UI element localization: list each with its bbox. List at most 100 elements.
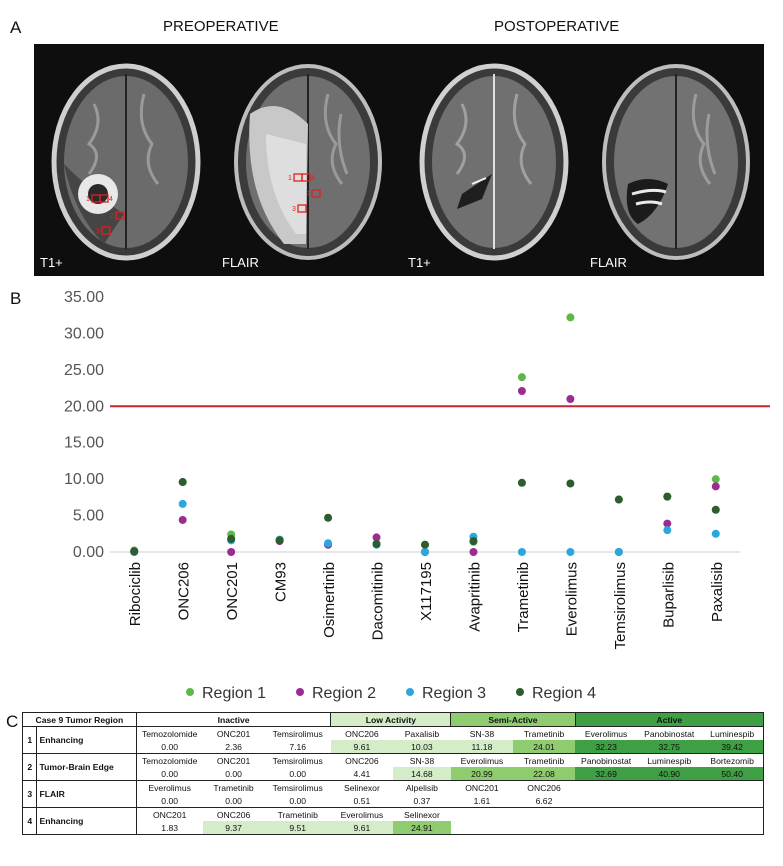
drug-value-cell <box>575 794 638 808</box>
drug-value-cell: 32.23 <box>575 740 638 754</box>
y-tick-label: 15.00 <box>64 435 104 452</box>
drug-value-cell: 9.61 <box>330 821 393 835</box>
drug-name-cell: Temsirolimus <box>272 782 323 793</box>
drug-value-cell: 0.00 <box>136 740 203 754</box>
data-point <box>663 519 672 528</box>
drug-name-cell: Everolimus <box>148 782 191 793</box>
drug-value-cell: 32.75 <box>637 740 702 754</box>
drug-value-cell: 6.62 <box>512 794 576 808</box>
data-point <box>227 534 236 543</box>
mri-preop-flair: 1 4 2 3 FLAIR <box>216 44 396 276</box>
roi-label-4: 4 <box>109 196 113 203</box>
drug-name-cell: ONC206 <box>345 728 379 739</box>
data-point <box>711 482 720 491</box>
y-tick-label: 20.00 <box>64 398 104 415</box>
mri-label-flair-preop: FLAIR <box>222 255 259 270</box>
x-category-label: Everolimus <box>563 562 580 636</box>
drug-name-cell: Luminespib <box>701 726 765 740</box>
data-point <box>178 499 187 508</box>
drug-name-cell: Selinexor <box>343 782 380 793</box>
drug-name-cell: Panobinostat <box>581 755 632 766</box>
drug-name-cell: ONC206 <box>345 755 379 766</box>
x-category-label: ONC201 <box>224 562 241 620</box>
header-active: Active <box>574 712 765 727</box>
region-number: 3 <box>21 780 38 808</box>
drug-value-cell: 0.51 <box>330 794 393 808</box>
roi-label-3: 3 <box>96 228 100 235</box>
y-tick-label: 5.00 <box>73 508 104 525</box>
drug-name-cell <box>637 781 701 795</box>
data-point <box>469 537 478 546</box>
x-category-label: X117195 <box>418 562 435 621</box>
data-point <box>614 548 623 556</box>
tumor-region-table: Case 9 Tumor Region Inactive Low Activit… <box>21 712 765 835</box>
drug-name-cell <box>513 808 575 822</box>
data-point <box>614 495 623 504</box>
drug-name-cell: ONC201 <box>465 782 499 793</box>
roi-label-4: 4 <box>311 175 315 182</box>
data-point <box>421 540 429 549</box>
x-category-label: Temsirolimus <box>612 562 629 650</box>
drug-name-cell: ONC206 <box>216 809 251 820</box>
x-category-label: CM93 <box>273 562 290 602</box>
drug-value-cell <box>575 821 638 835</box>
drug-name-cell: Trametinib <box>523 755 565 766</box>
drug-name-cell: Panobinostat <box>644 728 695 739</box>
drug-value-cell: 10.03 <box>392 740 451 754</box>
roi-label-2: 2 <box>110 213 114 220</box>
data-point <box>469 548 478 556</box>
drug-value-cell: 20.99 <box>450 767 513 781</box>
drug-value-cell: 7.16 <box>264 740 331 754</box>
header-inactive: Inactive <box>135 712 332 727</box>
drug-name-cell: Temozolomide <box>141 755 198 766</box>
drug-name-cell: Trametinib <box>277 809 318 820</box>
mri-label-t1-preop: T1+ <box>40 255 63 270</box>
drug-value-cell: 22.08 <box>512 767 576 781</box>
data-point <box>178 515 187 524</box>
data-point <box>566 395 575 403</box>
x-category-label: Avapritinib <box>466 562 483 632</box>
y-tick-label: 25.00 <box>64 362 104 379</box>
mri-postop-t1: T1+ <box>402 44 582 276</box>
drug-value-cell: 1.83 <box>136 821 203 835</box>
data-point <box>663 492 672 501</box>
data-point <box>517 373 526 382</box>
drug-value-cell: 39.42 <box>701 740 765 754</box>
drug-value-cell: 9.51 <box>264 821 331 835</box>
data-point <box>566 479 575 488</box>
drug-name-cell <box>575 781 637 795</box>
drug-name-cell: SN-38 <box>469 728 495 739</box>
drug-value-cell: 0.00 <box>264 794 331 808</box>
drug-value-cell: 24.01 <box>512 740 576 754</box>
panel-a-letter: A <box>10 18 22 37</box>
region-name: Enhancing <box>36 726 137 754</box>
drug-value-cell: 2.36 <box>202 740 265 754</box>
data-point <box>711 475 720 484</box>
data-point <box>275 536 284 545</box>
data-point <box>711 529 720 538</box>
table-header-row: Case 9 Tumor Region Inactive Low Activit… <box>22 712 765 727</box>
drug-value-cell: 0.00 <box>136 767 203 781</box>
drug-value-cell <box>450 821 513 835</box>
drug-value-cell: 0.00 <box>264 767 331 781</box>
drug-name-cell: Temsirolimus <box>272 755 323 766</box>
drug-value-cell <box>701 821 765 835</box>
drug-value-cell: 1.61 <box>450 794 513 808</box>
drug-value-cell <box>637 821 702 835</box>
data-point <box>663 526 672 535</box>
region-number: 2 <box>21 753 38 781</box>
header-low-activity: Low Activity <box>330 712 452 727</box>
drug-name-cell: Alpelisib <box>405 782 438 793</box>
data-point <box>372 533 381 542</box>
data-point <box>421 548 429 556</box>
drug-name-cell: Selinexor <box>404 809 440 820</box>
legend-label: Region 1 <box>202 685 266 702</box>
mri-postop-flair: FLAIR <box>584 44 764 276</box>
drug-value-cell: 40.90 <box>637 767 702 781</box>
panel-c-letter: C <box>6 712 19 731</box>
